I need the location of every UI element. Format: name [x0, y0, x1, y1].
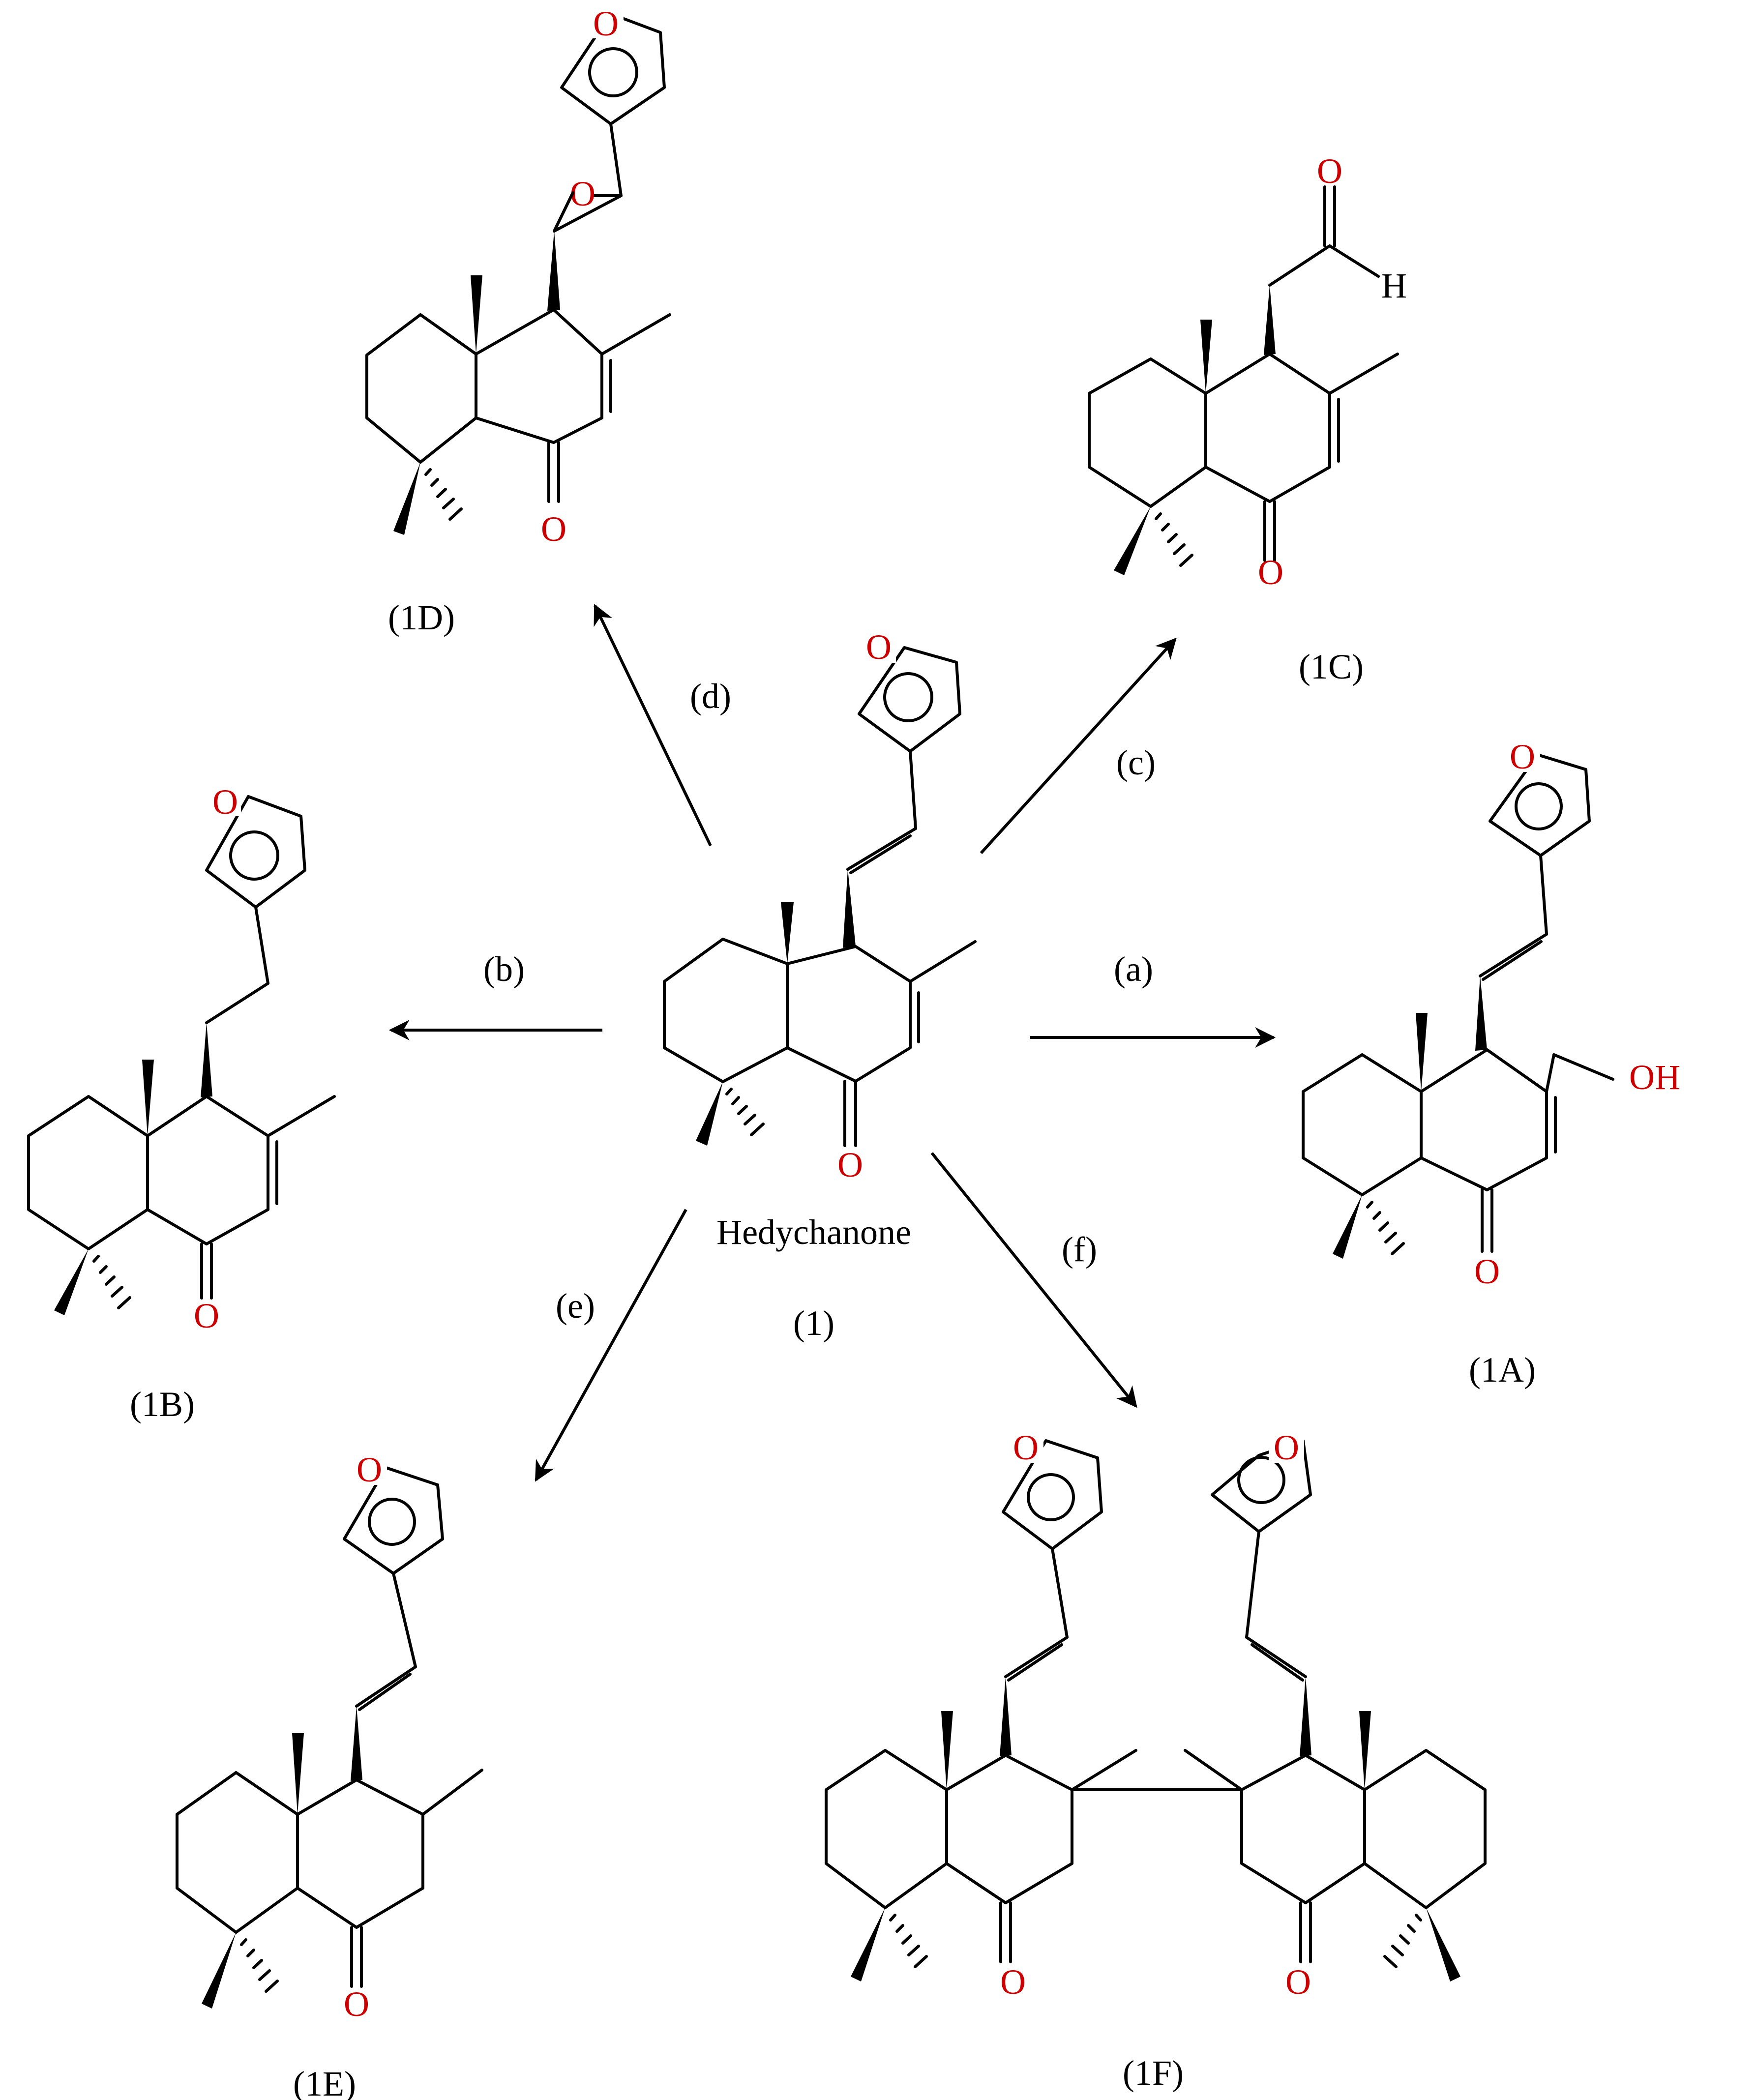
ketone-oxygen: O	[837, 1145, 863, 1184]
compound-1C: O H O (1C)	[1088, 151, 1407, 686]
arrow-d	[594, 604, 712, 847]
ketone-oxygen: O	[194, 1296, 219, 1335]
label-1C: (1C)	[1299, 647, 1364, 686]
reaction-label-c: (c)	[1116, 743, 1156, 782]
furan-oxygen: O	[1510, 737, 1535, 776]
compound-1F: O O O	[825, 1428, 1487, 2093]
furan-oxygen-right: O	[1274, 1428, 1299, 1467]
ketone-oxygen: O	[1258, 553, 1283, 592]
compound-1E: O O (1E)	[176, 1450, 483, 2100]
center-compound-number: (1)	[793, 1303, 834, 1343]
epoxide-oxygen: O	[570, 174, 596, 213]
wedge-bond	[843, 869, 856, 948]
ketone-oxygen-left: O	[1000, 1962, 1026, 2002]
compound-1A: O OH O (1A)	[1302, 737, 1680, 1390]
label-1E: (1E)	[293, 2064, 356, 2100]
reaction-label-d: (d)	[690, 677, 731, 716]
ketone-oxygen-right: O	[1285, 1962, 1311, 2002]
reaction-label-a: (a)	[1114, 949, 1153, 989]
ketone-oxygen: O	[541, 509, 566, 549]
reaction-label-f: (f)	[1062, 1230, 1097, 1269]
ketone-oxygen: O	[344, 1984, 369, 2024]
reaction-arrows: (d) (c) (b) (a) (e) (f)	[388, 604, 1276, 1482]
furan-oxygen-left: O	[1013, 1428, 1039, 1467]
arrow-e	[535, 1209, 687, 1482]
aldehyde-oxygen: O	[1317, 151, 1342, 191]
furan-oxygen: O	[357, 1450, 382, 1489]
center-compound-name: Hedychanone	[716, 1213, 911, 1252]
label-1D: (1D)	[388, 598, 455, 637]
label-1A: (1A)	[1469, 1350, 1536, 1390]
reaction-label-b: (b)	[483, 949, 525, 989]
reaction-label-e: (e)	[556, 1286, 595, 1326]
hydroxyl-group: OH	[1629, 1058, 1680, 1097]
arrow-c	[980, 637, 1177, 855]
compound-1D: O O O (1D)	[365, 4, 671, 637]
label-1B: (1B)	[130, 1385, 195, 1424]
furan-oxygen: O	[212, 782, 238, 822]
furan-oxygen: O	[593, 4, 619, 43]
arrow-f	[930, 1152, 1137, 1408]
label-1F: (1F)	[1123, 2053, 1184, 2093]
aldehyde-hydrogen: H	[1381, 266, 1407, 305]
compound-hedychanone: O O Hedychanone (1)	[663, 627, 977, 1343]
furan-oxygen: O	[866, 627, 892, 667]
ketone-oxygen: O	[1474, 1252, 1500, 1291]
compound-1B: O O (1B)	[27, 782, 336, 1424]
furan-ring: O	[858, 627, 961, 753]
